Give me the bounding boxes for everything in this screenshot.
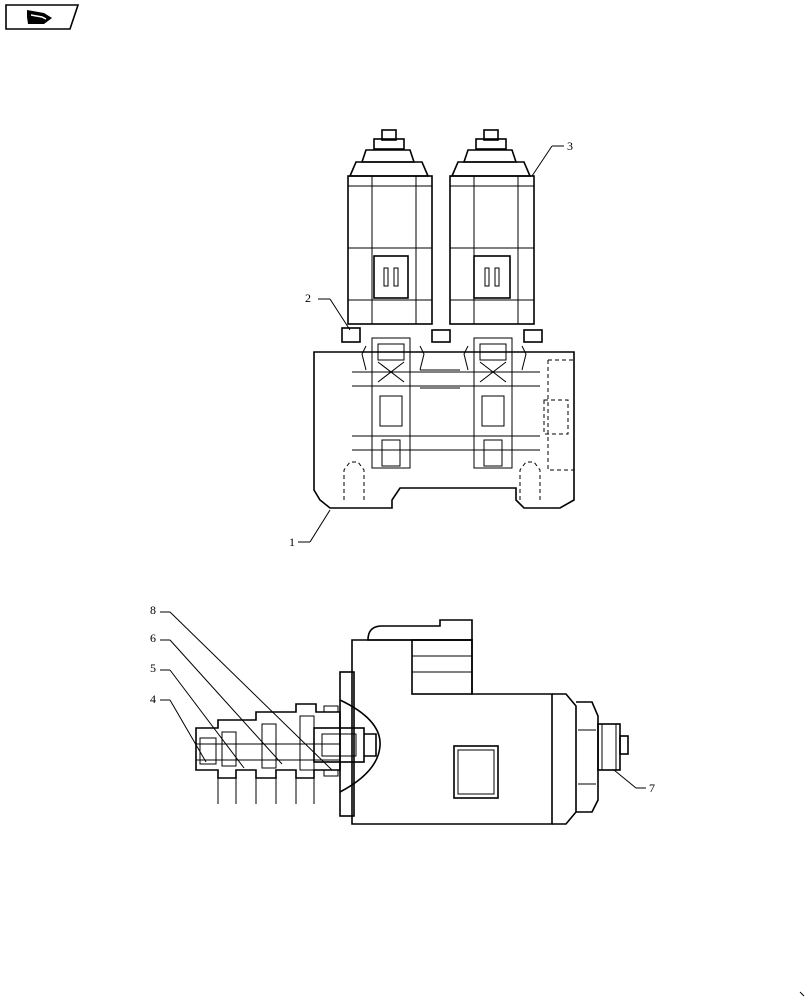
callout-label: 5 <box>150 661 156 675</box>
callout-label: 8 <box>150 603 156 617</box>
solenoid-cartridge-side-view: 4 5 6 8 7 <box>150 603 655 825</box>
callout-label: 7 <box>649 781 655 795</box>
next-page-arrow-icon <box>27 10 52 24</box>
mounting-bolt <box>523 329 543 343</box>
solenoid-left <box>347 129 433 325</box>
callout-label: 1 <box>289 535 295 549</box>
callout-label: 2 <box>305 291 311 305</box>
callout-7: 7 <box>613 769 655 795</box>
mounting-bolt <box>431 329 451 343</box>
corner-mark <box>799 991 805 997</box>
callout-5: 5 <box>150 661 245 769</box>
callout-label: 4 <box>150 692 156 706</box>
callout-1: 1 <box>289 509 331 549</box>
solenoid-right <box>449 129 535 325</box>
mounting-bolt <box>341 327 361 343</box>
valve-block-assembly: 1 2 3 <box>289 129 575 549</box>
callout-2: 2 <box>305 291 351 331</box>
callout-8: 8 <box>150 603 333 771</box>
callout-3: 3 <box>531 139 573 177</box>
callout-4: 4 <box>150 692 207 763</box>
callout-label: 6 <box>150 631 156 645</box>
valve-body <box>313 337 575 509</box>
nav-tab[interactable] <box>5 4 80 30</box>
callout-6: 6 <box>150 631 283 765</box>
callout-label: 3 <box>567 139 573 153</box>
